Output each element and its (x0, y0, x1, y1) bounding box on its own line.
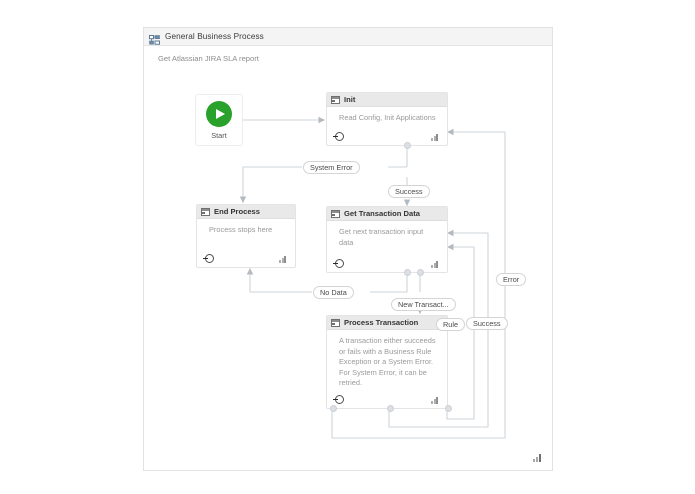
workflow-icon (149, 32, 160, 45)
state-get-transaction-data[interactable]: Get Transaction Data Get next transactio… (326, 206, 448, 276)
state-init-body: Read Config, Init Applications (327, 107, 447, 145)
state-get-transaction-data-header[interactable]: Get Transaction Data (327, 207, 447, 221)
state-process-transaction-header[interactable]: Process Transaction (327, 316, 447, 330)
transition-label-no-data[interactable]: No Data (313, 286, 354, 299)
bars-icon (431, 396, 440, 404)
state-process-transaction[interactable]: Process Transaction A transaction either… (326, 315, 452, 412)
state-window-icon (331, 318, 340, 327)
state-end-process[interactable]: End Process Process stops here (196, 204, 296, 268)
transition-label-error[interactable]: Error (496, 273, 527, 286)
state-get-transaction-data-body: Get next transaction input data (327, 221, 447, 272)
designer-breadcrumb-bar[interactable]: General Business Process (144, 28, 552, 46)
workflow-designer-panel: General Business Process Get Atlassian J… (143, 27, 553, 471)
entry-point-icon (333, 394, 345, 406)
state-end-process-header[interactable]: End Process (197, 205, 295, 219)
state-end-process-body: Process stops here (197, 219, 295, 267)
anchor-gtd-bottom-left[interactable] (404, 269, 411, 276)
start-node-label: Start (211, 130, 227, 140)
entry-point-icon (203, 253, 215, 265)
state-window-icon (331, 95, 340, 104)
state-get-transaction-data-description: Get next transaction input data (339, 227, 424, 247)
anchor-gtd-bottom-right[interactable] (417, 269, 424, 276)
state-end-process-title: End Process (214, 207, 261, 216)
state-process-transaction-description: A transaction either succeeds or fails w… (339, 336, 436, 387)
transition-label-system-error[interactable]: System Error (303, 161, 360, 174)
state-process-transaction-body: A transaction either succeeds or fails w… (327, 330, 447, 408)
state-process-transaction-title: Process Transaction (344, 318, 419, 327)
state-window-icon (331, 209, 340, 218)
state-get-transaction-data-title: Get Transaction Data (344, 209, 420, 218)
state-init-footer (327, 129, 447, 143)
workflow-canvas[interactable]: Get Atlassian JIRA SLA report (144, 46, 552, 470)
state-process-transaction-footer (327, 392, 447, 406)
state-init-title: Init (344, 95, 356, 104)
anchor-init-bottom[interactable] (404, 142, 411, 149)
state-end-process-footer (197, 251, 295, 265)
state-get-transaction-data-footer (327, 256, 447, 270)
entry-point-icon (333, 131, 345, 143)
state-init-header[interactable]: Init (327, 93, 447, 107)
state-init-description: Read Config, Init Applications (339, 113, 436, 122)
anchor-pt-bottom-1[interactable] (330, 405, 337, 412)
start-node[interactable]: Start (195, 94, 243, 146)
transition-label-rule[interactable]: Rule (436, 318, 466, 331)
bars-icon (431, 260, 440, 268)
bars-icon (279, 255, 288, 263)
state-init[interactable]: Init Read Config, Init Applications (326, 92, 448, 149)
anchor-pt-bottom-3[interactable] (445, 405, 452, 412)
entry-point-icon (333, 258, 345, 270)
transition-label-new-transaction[interactable]: New Transact... (391, 298, 456, 311)
page-title: General Business Process (165, 32, 264, 41)
transition-label-success-init[interactable]: Success (388, 185, 430, 198)
bars-icon (431, 133, 440, 141)
final-state-icon (201, 207, 210, 216)
play-circle-icon (206, 100, 232, 127)
anchor-pt-bottom-2[interactable] (387, 405, 394, 412)
canvas-corner-bars-icon (533, 453, 543, 462)
state-end-process-description: Process stops here (209, 225, 273, 234)
workflow-annotation: Get Atlassian JIRA SLA report (158, 54, 259, 63)
transition-label-success-process[interactable]: Success (466, 317, 508, 330)
